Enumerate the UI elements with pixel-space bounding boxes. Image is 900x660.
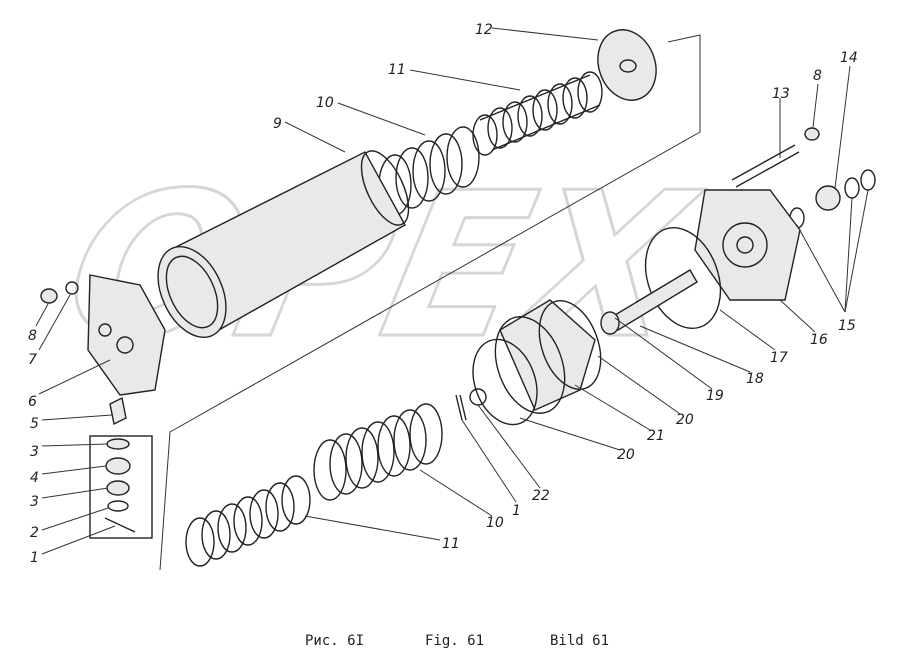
callout-14: 14 bbox=[840, 50, 858, 66]
part-spring-upper-inner bbox=[378, 126, 480, 216]
callout-22: 22 bbox=[532, 488, 550, 504]
callout-8-left: 8 bbox=[28, 328, 37, 344]
callout-20-upper: 20 bbox=[676, 412, 694, 428]
part-gasket bbox=[644, 226, 722, 330]
callout-20-lower: 20 bbox=[617, 447, 635, 463]
callout-10-lower: 10 bbox=[486, 515, 504, 531]
part-piston-rod bbox=[600, 269, 698, 335]
callout-15: 15 bbox=[838, 318, 856, 334]
callout-1-left: 1 bbox=[30, 550, 39, 566]
part-spring-upper bbox=[472, 71, 603, 156]
callout-11-upper: 11 bbox=[388, 62, 406, 78]
part-o-ring bbox=[472, 338, 538, 426]
part-spring-lower bbox=[185, 475, 311, 567]
callout-4: 4 bbox=[30, 470, 39, 486]
callout-5: 5 bbox=[30, 416, 39, 432]
callout-21: 21 bbox=[647, 428, 665, 444]
part-cover-flange bbox=[694, 189, 801, 301]
leader-lines bbox=[35, 27, 869, 555]
part-valve-stack bbox=[89, 396, 153, 539]
callout-3-bottom: 3 bbox=[30, 494, 39, 510]
assembly-path-line bbox=[159, 34, 701, 571]
callout-9: 9 bbox=[273, 116, 282, 132]
callout-2: 2 bbox=[30, 525, 39, 541]
part-rings bbox=[789, 169, 876, 229]
callout-6: 6 bbox=[28, 394, 37, 410]
callout-13: 13 bbox=[772, 86, 790, 102]
callout-12: 12 bbox=[475, 22, 493, 38]
part-split-pin bbox=[455, 388, 487, 421]
callout-11-lower: 11 bbox=[442, 536, 460, 552]
caption-en: Fig. 61 bbox=[425, 633, 484, 649]
caption-de: Bild 61 bbox=[550, 633, 609, 649]
callout-10-upper: 10 bbox=[316, 95, 334, 111]
part-housing bbox=[40, 274, 166, 396]
figure-caption: Рис. 6I Fig. 61 Bild 61 bbox=[305, 633, 609, 649]
caption-ru: Рис. 6I bbox=[305, 633, 364, 649]
callout-18: 18 bbox=[746, 371, 764, 387]
part-spring-lower-inner bbox=[313, 403, 443, 501]
callout-3-top: 3 bbox=[30, 444, 39, 460]
callout-16: 16 bbox=[810, 332, 828, 348]
callout-8-right: 8 bbox=[813, 68, 822, 84]
callout-17: 17 bbox=[770, 350, 788, 366]
callout-1-middle: 1 bbox=[512, 503, 521, 519]
part-piston bbox=[494, 299, 602, 414]
callout-7: 7 bbox=[28, 352, 37, 368]
callout-19: 19 bbox=[706, 388, 724, 404]
callout-labels: 12 11 10 9 13 8 14 15 16 17 18 19 20 21 … bbox=[28, 22, 858, 566]
part-cylinder bbox=[157, 150, 410, 339]
part-disc bbox=[597, 29, 657, 101]
part-stud-bolt bbox=[731, 127, 820, 188]
